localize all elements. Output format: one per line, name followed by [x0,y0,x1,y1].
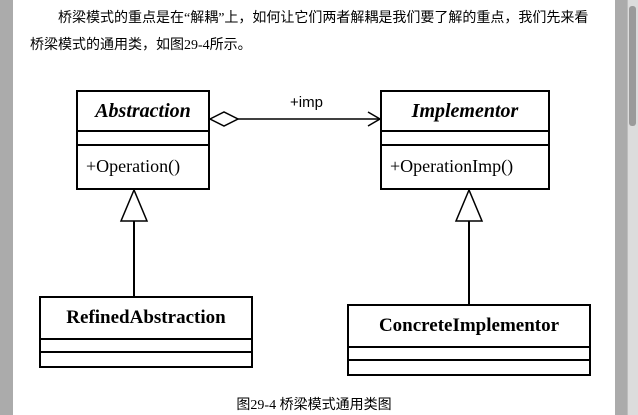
class-name-concrete-implementor: ConcreteImplementor [349,306,589,348]
class-name-abstraction: Abstraction [78,92,208,132]
document-page: 桥梁模式的重点是在“解耦”上，如何让它们两者解耦是我们要了解的重点，我们先来看 … [13,0,615,415]
generalization-triangle-left [119,188,149,222]
attributes-compartment [382,132,548,146]
class-implementor: Implementor +OperationImp() [380,90,550,190]
aggregation-diamond [208,111,240,127]
class-refined-abstraction: RefinedAbstraction [39,296,253,368]
figure-caption: 图29-4 桥梁模式通用类图 [236,398,392,413]
paragraph-line-1: 桥梁模式的重点是在“解耦”上，如何让它们两者解耦是我们要了解的重点，我们先来看 [58,11,589,26]
attributes-compartment [349,348,589,361]
class-concrete-implementor: ConcreteImplementor [347,304,591,376]
paragraph-line-2: 桥梁模式的通用类，如图29-4所示。 [30,38,252,53]
diagram-connectors [119,111,484,304]
scrollbar-thumb[interactable] [629,6,636,126]
class-abstraction: Abstraction +Operation() [76,90,210,190]
operation-implementor: +OperationImp() [390,155,514,176]
attributes-compartment [41,340,251,353]
association-label: +imp [290,94,323,111]
class-name-implementor: Implementor [382,92,548,132]
attributes-compartment [78,132,208,146]
operation-abstraction: +Operation() [86,155,181,176]
vertical-scrollbar[interactable] [627,0,638,415]
class-name-refined-abstraction: RefinedAbstraction [41,298,251,340]
generalization-triangle-right [454,188,484,222]
